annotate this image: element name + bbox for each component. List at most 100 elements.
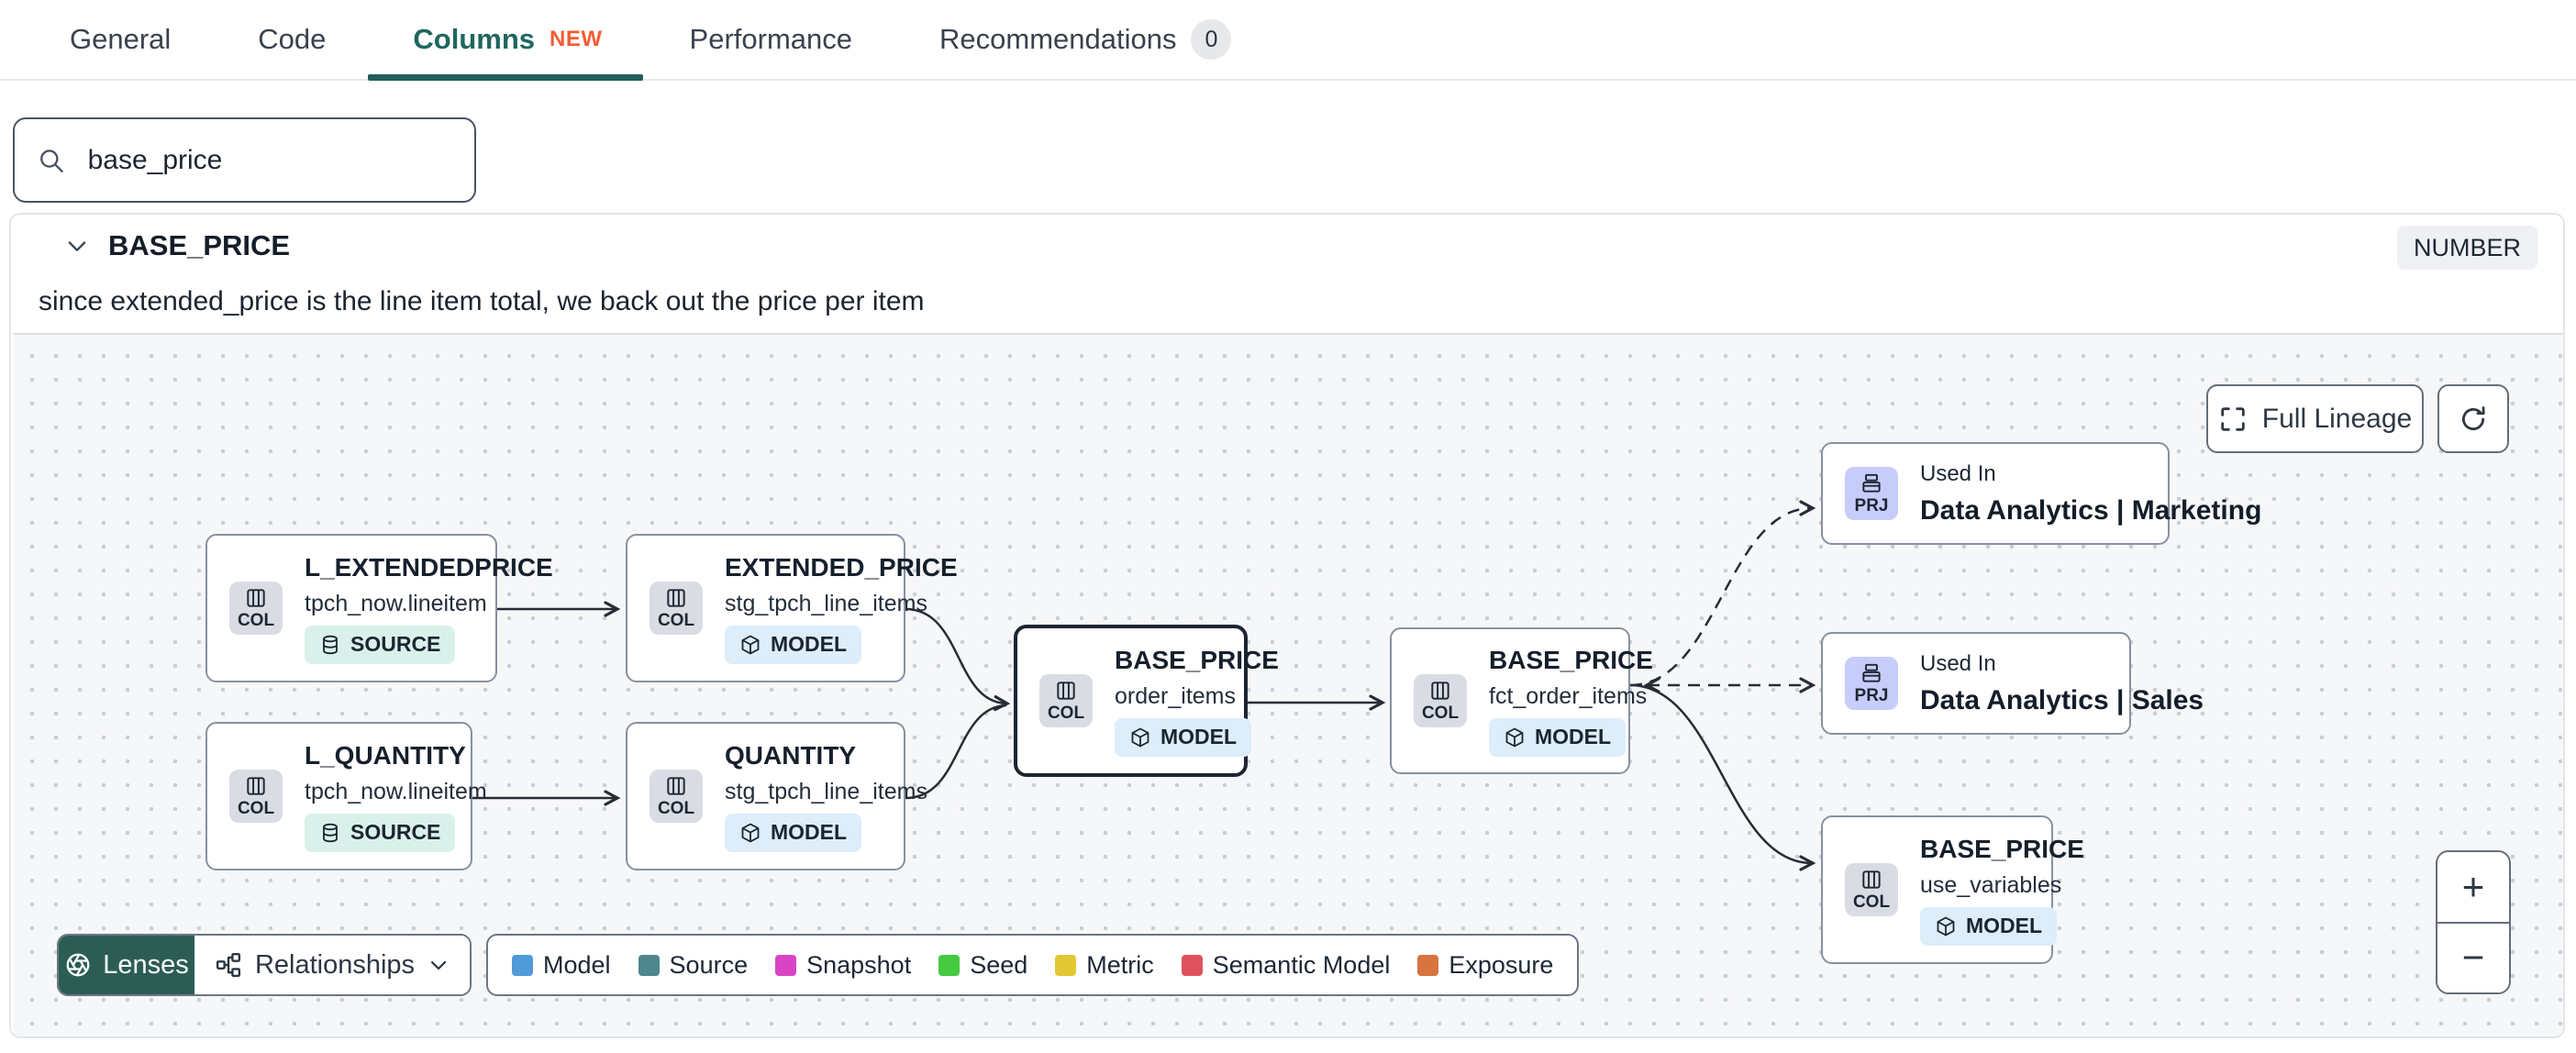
tab-label: Code — [258, 23, 327, 55]
col-type-badge: COL — [229, 582, 283, 635]
lineage-node-base-price-fct-order-items[interactable]: COL BASE_PRICE fct_order_items MODEL — [1390, 627, 1653, 774]
resource-badge-label: SOURCE — [350, 632, 441, 656]
node-title: BASE_PRICE — [1115, 645, 1279, 674]
tab-recommendations[interactable]: Recommendations 0 — [939, 0, 1232, 79]
collapse-chevron-icon[interactable] — [64, 233, 90, 259]
node-subtitle: tpch_now.lineitem — [305, 590, 487, 616]
column-card: BASE_PRICE NUMBER since extended_price i… — [9, 213, 2565, 1038]
node-title: BASE_PRICE — [1489, 645, 1653, 674]
tab-columns[interactable]: Columns NEW — [368, 0, 643, 81]
node-kind-label: COL — [1852, 892, 1891, 912]
legend-swatch — [1417, 954, 1439, 976]
lenses-button[interactable]: Lenses — [59, 936, 194, 994]
used-in-label: Used In — [1920, 650, 1996, 676]
project-stack-icon — [1862, 663, 1881, 682]
lineage-canvas[interactable]: COL L_EXTENDEDPRICE tpch_now.lineitem SO… — [13, 333, 2563, 1036]
legend-swatch — [638, 954, 660, 976]
col-type-badge: COL — [650, 770, 703, 823]
columns-icon — [1057, 681, 1075, 700]
cube-icon — [741, 635, 760, 654]
legend-item-model: Model — [512, 951, 611, 980]
lineage-node-extended-price[interactable]: COL EXTENDED_PRICE stg_tpch_line_items M… — [626, 534, 958, 682]
search-input[interactable] — [87, 144, 452, 176]
zoom-control: + − — [2436, 850, 2511, 994]
aperture-icon — [66, 953, 90, 977]
col-type-badge: COL — [229, 770, 283, 823]
node-title: Data Analytics | Sales — [1920, 684, 2204, 715]
col-type-badge: COL — [650, 582, 703, 635]
node-title: EXTENDED_PRICE — [725, 552, 958, 582]
prj-type-badge: PRJ — [1845, 657, 1898, 710]
tab-bar: General Code Columns NEW Performance Rec… — [0, 0, 2576, 81]
cube-icon — [1131, 727, 1149, 747]
lineage-node-used-in-sales[interactable]: PRJ Used In Data Analytics | Sales — [1821, 632, 2204, 735]
resource-legend: Model Source Snapshot Seed Metric — [486, 934, 1580, 996]
tab-general[interactable]: General — [70, 0, 171, 79]
tab-label: Performance — [689, 23, 852, 55]
lineage-node-l-quantity[interactable]: COL L_QUANTITY tpch_now.lineitem SOURCE — [205, 722, 487, 870]
node-kind-label: COL — [657, 798, 695, 818]
resource-badge: MODEL — [725, 813, 862, 852]
lineage-node-base-price-use-variables[interactable]: COL BASE_PRICE use_variables MODEL — [1821, 815, 2084, 964]
legend-label: Metric — [1086, 950, 1154, 979]
cube-icon — [1505, 727, 1524, 747]
lineage-node-l-extendedprice[interactable]: COL L_EXTENDEDPRICE tpch_now.lineitem SO… — [205, 534, 553, 682]
project-stack-icon — [1862, 473, 1881, 493]
lineage-node-used-in-marketing[interactable]: PRJ Used In Data Analytics | Marketing — [1821, 442, 2261, 545]
tab-performance[interactable]: Performance — [690, 0, 852, 79]
columns-icon — [247, 776, 265, 795]
node-title: Data Analytics | Marketing — [1920, 494, 2262, 526]
lineage-edges — [472, 500, 1816, 871]
resource-badge: MODEL — [1115, 717, 1252, 757]
refresh-button[interactable] — [2437, 384, 2509, 453]
legend-label: Model — [543, 950, 611, 979]
full-lineage-button[interactable]: Full Lineage — [2206, 384, 2424, 453]
lenses-label: Lenses — [103, 949, 189, 980]
column-search[interactable] — [13, 117, 476, 203]
tab-code[interactable]: Code — [258, 0, 326, 79]
col-type-badge: COL — [1845, 863, 1898, 916]
resource-badge: MODEL — [1489, 717, 1627, 757]
resource-badge: SOURCE — [305, 625, 456, 664]
legend-label: Seed — [970, 950, 1028, 979]
relationships-dropdown[interactable]: Relationships — [194, 936, 470, 994]
node-title: L_QUANTITY — [305, 740, 466, 770]
legend-item-metric: Metric — [1055, 951, 1154, 980]
relationships-icon — [216, 952, 240, 978]
prj-type-badge: PRJ — [1845, 467, 1898, 520]
node-kind-label: PRJ — [1854, 685, 1889, 705]
node-title: BASE_PRICE — [1920, 834, 2084, 863]
zoom-out-button[interactable]: − — [2437, 923, 2509, 992]
lens-control-group: Lenses Relationships — [57, 934, 472, 996]
legend-swatch — [775, 954, 797, 976]
cube-icon — [1937, 916, 1955, 936]
lineage-node-quantity[interactable]: COL QUANTITY stg_tpch_line_items MODEL — [626, 722, 927, 870]
columns-icon — [247, 588, 265, 607]
node-kind-label: COL — [1047, 703, 1085, 723]
resource-badge: MODEL — [1920, 906, 2058, 946]
tab-label: Columns — [413, 23, 536, 55]
resource-badge-label: MODEL — [771, 820, 848, 844]
resource-badge-label: MODEL — [1966, 914, 2043, 937]
expand-icon — [2221, 406, 2245, 431]
lineage-node-base-price-order-items[interactable]: COL BASE_PRICE order_items MODEL — [1014, 625, 1279, 777]
resource-badge: MODEL — [725, 625, 862, 664]
legend-item-exposure: Exposure — [1417, 951, 1553, 980]
legend-label: Snapshot — [806, 950, 912, 979]
legend-item-snapshot: Snapshot — [775, 951, 911, 980]
node-title: L_EXTENDEDPRICE — [305, 552, 553, 582]
edge-extended-to-base — [905, 607, 1011, 712]
zoom-in-button[interactable]: + — [2437, 852, 2509, 924]
node-kind-label: PRJ — [1854, 495, 1889, 515]
edge-fct-to-usevariables — [1629, 683, 1816, 871]
columns-icon — [667, 776, 685, 795]
node-kind-label: COL — [1421, 703, 1460, 723]
node-subtitle: tpch_now.lineitem — [305, 778, 487, 804]
legend-swatch — [1181, 954, 1203, 976]
tab-label: General — [70, 23, 172, 55]
legend-swatch — [512, 954, 533, 976]
node-subtitle: order_items — [1115, 682, 1236, 709]
cube-icon — [741, 823, 760, 842]
database-icon — [323, 823, 338, 842]
column-name: BASE_PRICE — [108, 229, 291, 261]
